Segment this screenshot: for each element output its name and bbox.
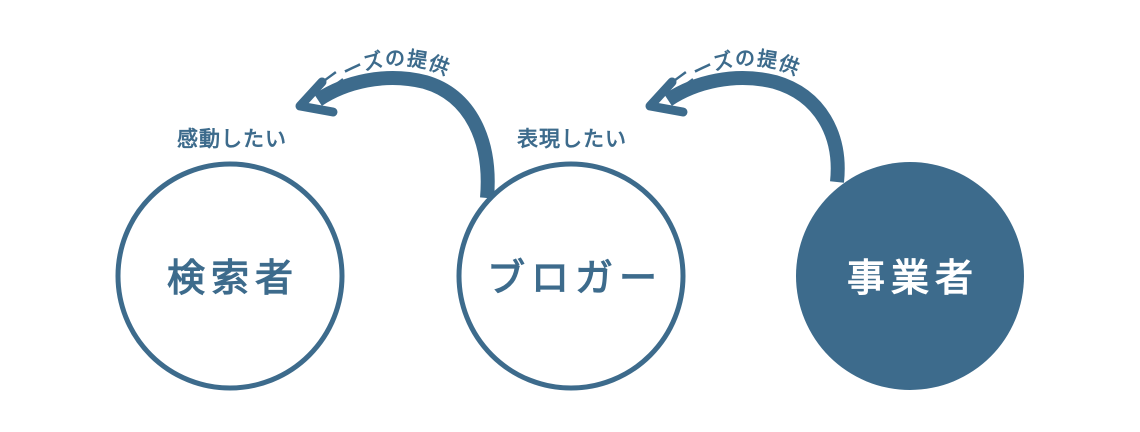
node-searcher: 感動したい 検索者 [115, 127, 345, 391]
arrowhead-right [645, 77, 688, 117]
flow-arc-blogger-to-searcher [314, 71, 495, 199]
caption-blogger: 表現したい [517, 127, 627, 151]
circle-blogger [456, 161, 686, 391]
label-blogger: ブロガー [487, 256, 663, 300]
circle-searcher [115, 161, 345, 391]
label-business: 事業者 [847, 256, 979, 300]
flow-arrow-business-to-blogger: ニーズの提供 [645, 46, 845, 183]
flow-arc-business-to-blogger [664, 71, 845, 183]
caption-searcher: 感動したい [177, 127, 287, 151]
label-searcher: 検索者 [167, 256, 299, 300]
node-blogger: 表現したい ブロガー [456, 127, 686, 391]
flow-arrow-blogger-to-searcher: ニーズの提供 [295, 46, 495, 199]
node-business: 事業者 [796, 162, 1024, 390]
circle-business [796, 162, 1024, 390]
arrowhead-left [295, 77, 338, 117]
